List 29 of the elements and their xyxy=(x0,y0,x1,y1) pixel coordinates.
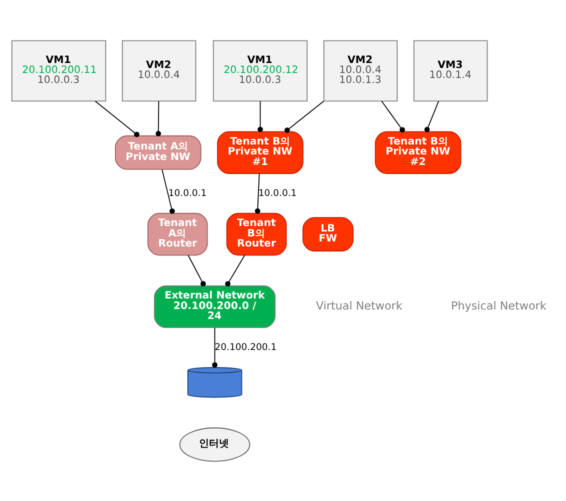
node-box: VM1 20.100.200.12 10.0.0.3 xyxy=(212,40,308,102)
connector xyxy=(94,100,140,137)
edge-label: 20.100.200.1 xyxy=(214,341,277,352)
node-box: Tenant B의 Private NW #1 xyxy=(217,130,304,174)
label: Physical Network xyxy=(451,299,546,312)
node-box: Tenant A의 Router xyxy=(147,212,208,256)
label: Virtual Network xyxy=(316,299,402,312)
connector xyxy=(225,254,246,286)
connector xyxy=(188,254,206,286)
node-box: LB FW xyxy=(302,216,354,251)
connector xyxy=(162,168,175,214)
connector xyxy=(381,100,406,132)
node-box: VM2 10.0.0.4 xyxy=(122,40,196,102)
node-box: VM1 20.100.200.11 10.0.0.3 xyxy=(11,40,106,102)
node-box: External Network 20.100.200.0 / 24 xyxy=(154,284,276,328)
node-box: VM3 10.0.1.4 xyxy=(413,40,488,102)
connector xyxy=(212,326,218,368)
connector xyxy=(254,172,260,214)
node-box: VM2 10.0.0.4 10.0.1.3 xyxy=(323,40,398,102)
connector xyxy=(258,100,263,132)
connector xyxy=(424,100,440,132)
connector xyxy=(156,100,162,136)
edge-label: 10.0.0.1 xyxy=(168,187,207,198)
connector xyxy=(284,100,324,132)
node-box: Tenant B의 Private NW #2 xyxy=(374,130,462,174)
edge-label: 10.0.0.1 xyxy=(258,187,297,198)
node-ellipse: 인터넷 xyxy=(179,426,250,462)
node-box: Tenant B의 Router xyxy=(226,212,287,256)
node-box: Tenant A의 Private NW xyxy=(114,134,202,170)
